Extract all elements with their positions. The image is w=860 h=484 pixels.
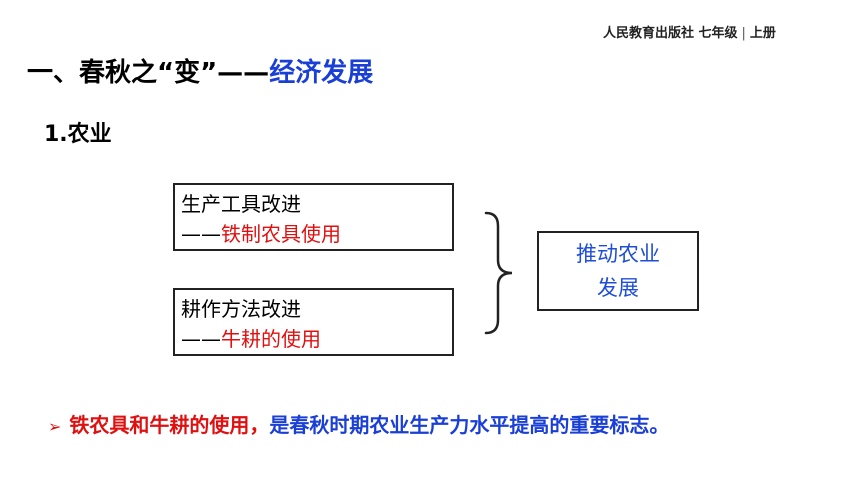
right-brace-icon [484,211,513,335]
title-prefix: 一、春秋之“变”—— [27,58,270,88]
conclusion-blue: 是春秋时期农业生产力水平提高的重要标志。 [269,413,670,437]
page-title: 一、春秋之“变”——经济发展 [27,52,373,89]
result-line-2: 发展 [597,276,639,300]
result-box: 推动农业 发展 [537,231,699,311]
publisher-volume: 上册 [749,26,776,41]
farming-method-box: 耕作方法改进 ——牛耕的使用 [173,288,454,356]
result-line-1: 推动农业 [576,242,660,266]
farming-method-highlight: 牛耕的使用 [221,327,321,351]
tool-improvement-dash: —— [181,222,221,246]
arrow-bullet-icon: ➢ [48,417,62,436]
section-title: 1.农业 [44,122,112,147]
publisher-separator: | [741,26,746,41]
farming-method-detail: ——牛耕的使用 [181,324,446,354]
tool-improvement-title: 生产工具改进 [181,192,301,216]
title-accent: 经济发展 [269,58,374,88]
result-text: 推动农业 发展 [576,237,660,305]
tool-improvement-highlight: 铁制农具使用 [221,222,341,246]
conclusion-statement: ➢ 铁农具和牛耕的使用，是春秋时期农业生产力水平提高的重要标志。 [48,409,669,438]
publisher-label: 人民教育出版社 七年级|上册 [603,22,776,41]
farming-method-dash: —— [181,327,221,351]
conclusion-red: 铁农具和牛耕的使用， [69,413,270,437]
tool-improvement-detail: ——铁制农具使用 [181,219,446,249]
tool-improvement-box: 生产工具改进 ——铁制农具使用 [173,183,454,251]
farming-method-title: 耕作方法改进 [181,297,301,321]
publisher-name: 人民教育出版社 七年级 [603,26,738,41]
